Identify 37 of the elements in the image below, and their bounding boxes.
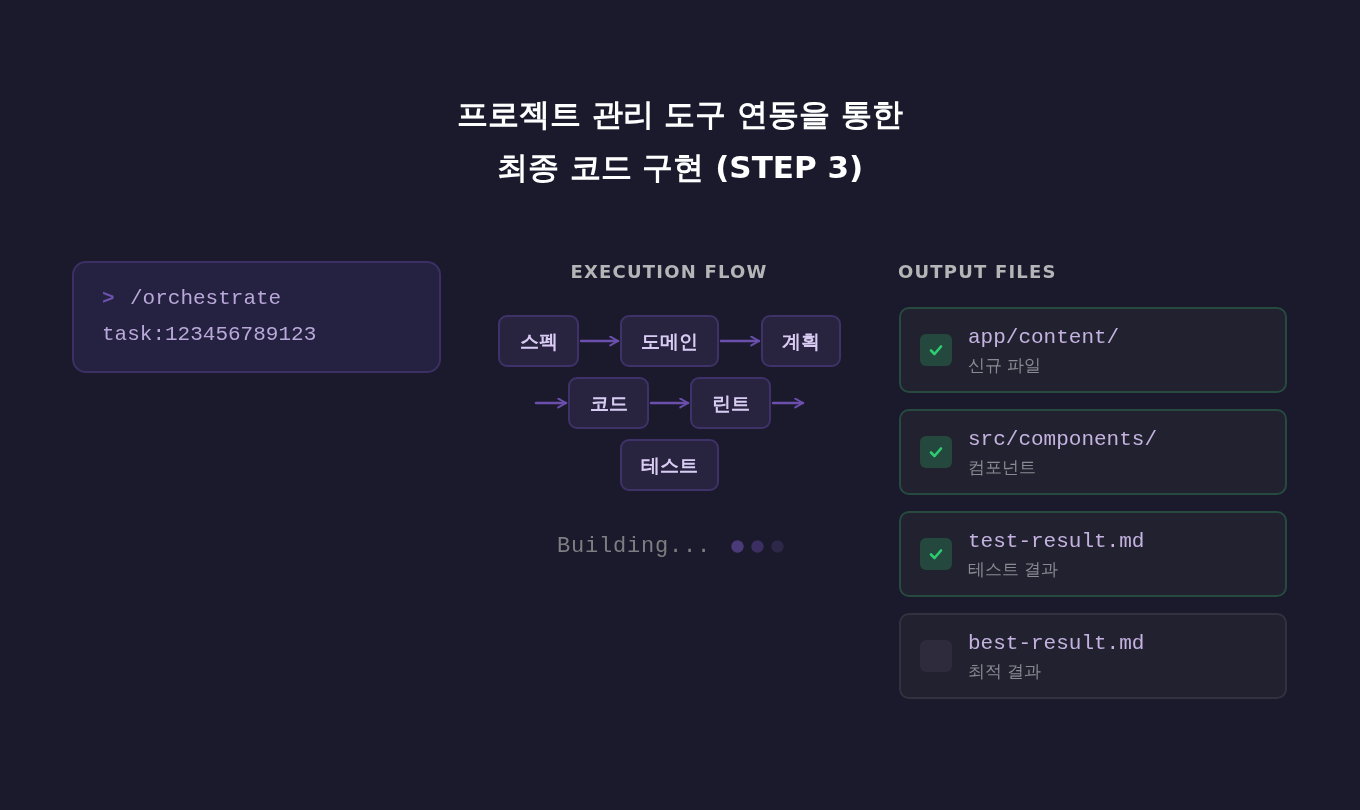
section-heading: OUTPUT FILES bbox=[898, 260, 1057, 284]
file-card bbox=[899, 409, 1287, 495]
step-box bbox=[761, 315, 841, 367]
arrow bbox=[579, 335, 620, 347]
file-path: best-result.md bbox=[968, 632, 1145, 656]
step-label: 린트 bbox=[711, 391, 750, 415]
prompt-symbol: > bbox=[102, 287, 115, 311]
command-text: /orchestrate bbox=[130, 287, 282, 311]
file-description: 신규 파일 bbox=[968, 354, 1042, 376]
task-id-text: task:123456789123 bbox=[102, 323, 317, 347]
arrow bbox=[719, 335, 761, 347]
step-box bbox=[690, 377, 771, 429]
file-card bbox=[899, 307, 1287, 393]
title: 프로젝트 관리 도구 연동을 통한 최종 코드 구현 (STEP 3) bbox=[455, 95, 905, 187]
terminal-panel bbox=[72, 261, 441, 373]
file-card bbox=[899, 511, 1287, 597]
file-card bbox=[899, 613, 1287, 699]
file-path: src/components/ bbox=[968, 428, 1158, 452]
step-label: 계획 bbox=[782, 329, 820, 353]
arrow bbox=[771, 397, 805, 409]
step-box bbox=[620, 439, 719, 491]
section-heading: EXECUTION FLOW bbox=[570, 260, 768, 284]
file-description: 테스트 결과 bbox=[968, 558, 1059, 580]
file-path: test-result.md bbox=[968, 530, 1145, 554]
step-label: 코드 bbox=[589, 391, 628, 415]
file-description: 컴포넌트 bbox=[968, 456, 1036, 478]
arrow bbox=[534, 397, 568, 409]
step-label: 테스트 bbox=[641, 453, 698, 477]
file-description: 최적 결과 bbox=[968, 660, 1042, 682]
step-box bbox=[620, 315, 719, 367]
step-label: 스펙 bbox=[519, 329, 558, 353]
file-path: app/content/ bbox=[968, 326, 1120, 350]
step-label: 도메인 bbox=[641, 329, 698, 353]
step-box bbox=[498, 315, 579, 367]
arrow bbox=[649, 397, 690, 409]
status-text: Building... bbox=[557, 534, 712, 560]
step-box bbox=[568, 377, 649, 429]
